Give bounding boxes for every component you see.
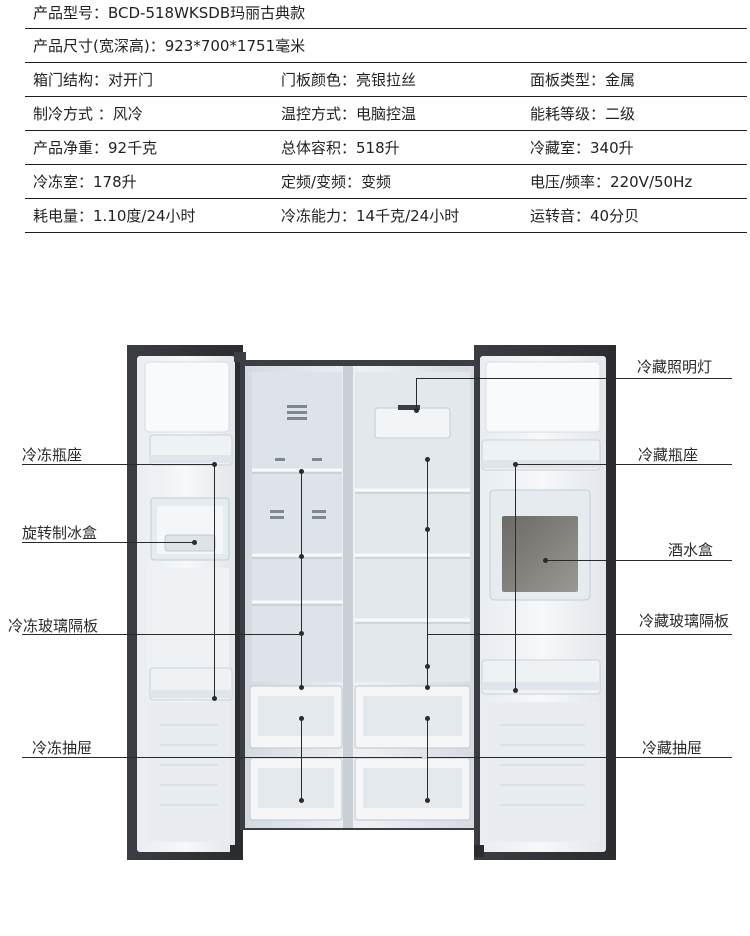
spec-row-model: 产品型号：BCD-518WKSDB玛丽古典款: [25, 0, 747, 29]
spec-cell: 冷冻能力：14千克/24小时: [281, 207, 460, 225]
spec-cell: 能耗等级：二级: [530, 105, 636, 123]
callout-line-wine-box: [545, 560, 732, 561]
fridge-door: [474, 345, 616, 860]
fridge-cabinet: [234, 352, 486, 830]
callout-line-fridge-bottle-seat: [515, 464, 732, 465]
callout-dot: [299, 554, 304, 559]
label-rotating-ice-box: 旋转制冰盒: [22, 524, 98, 542]
spec-cell: 电压/频率：220V/50Hz: [530, 173, 693, 191]
spec-row: 箱门结构：对开门 门板颜色：亮银拉丝 面板类型：金属: [25, 63, 747, 97]
callout-line-rotating-ice-box: [22, 542, 194, 543]
label-freezer-glass-shelf: 冷冻玻璃隔板: [8, 617, 99, 635]
callout-line-freezer-drawer: [22, 757, 422, 758]
callout-line-fridge-glass-shelf: [427, 634, 732, 635]
callout-dot: [414, 408, 419, 413]
spec-row: 耗电量：1.10度/24小时 冷冻能力：14千克/24小时 运转音：40分贝: [25, 199, 747, 233]
spec-table: 产品型号：BCD-518WKSDB玛丽古典款 产品尺寸(宽深高)：923*700…: [25, 0, 747, 233]
spec-row: 制冷方式 ：风冷 温控方式：电脑控温 能耗等级：二级: [25, 97, 747, 131]
callout-vline: [427, 718, 428, 800]
spec-model: 产品型号：BCD-518WKSDB玛丽古典款: [33, 4, 306, 22]
callout-dot: [425, 527, 430, 532]
spec-cell: 冷冻室：178升: [33, 173, 137, 191]
callout-dot: [513, 688, 518, 693]
callout-vline: [301, 718, 302, 800]
callout-line-freezer-bottle-seat: [22, 464, 214, 465]
callout-dot: [192, 540, 197, 545]
callout-line-fridge-drawer: [427, 757, 732, 758]
fridge-diagram: 冷冻瓶座 旋转制冰盒 冷冻玻璃隔板 冷冻抽屉 冷藏照明灯 冷藏瓶座 酒水盒 冷藏…: [0, 330, 750, 890]
spec-cell: 总体容积：518升: [281, 139, 400, 157]
spec-cell: 产品净重：92千克: [33, 139, 158, 157]
spec-row: 冷冻室：178升 定频/变频：变频 电压/频率：220V/50Hz: [25, 165, 747, 199]
spec-cell: 面板类型：金属: [530, 71, 636, 89]
spec-cell: 耗电量：1.10度/24小时: [33, 207, 196, 225]
label-fridge-light: 冷藏照明灯: [637, 358, 713, 376]
spec-cell: 运转音：40分贝: [530, 207, 640, 225]
label-fridge-drawer: 冷藏抽屉: [642, 739, 703, 757]
freezer-door: [127, 345, 243, 860]
spec-cell: 定频/变频：变频: [281, 173, 392, 191]
callout-dot: [299, 798, 304, 803]
fridge-illustration: [127, 345, 616, 860]
callout-vline: [416, 378, 417, 410]
callout-dot: [543, 558, 548, 563]
spec-cell: 箱门结构：对开门: [33, 71, 154, 89]
label-wine-box: 酒水盒: [668, 541, 714, 559]
callout-vline: [301, 471, 302, 687]
spec-row: 产品净重：92千克 总体容积：518升 冷藏室：340升: [25, 131, 747, 165]
callout-vline: [515, 464, 516, 690]
callout-vline: [427, 459, 428, 687]
callout-vline: [214, 464, 215, 698]
label-freezer-bottle-seat: 冷冻瓶座: [22, 446, 83, 464]
callout-line-fridge-light: [416, 378, 732, 379]
callout-dot: [425, 798, 430, 803]
spec-cell: 制冷方式 ：风冷: [33, 105, 143, 123]
callout-dot: [299, 685, 304, 690]
callout-dot: [425, 685, 430, 690]
callout-dot: [212, 696, 217, 701]
callout-line-freezer-glass-shelf: [22, 634, 302, 635]
callout-dot: [299, 631, 304, 636]
spec-cell: 温控方式：电脑控温: [281, 105, 417, 123]
label-freezer-drawer: 冷冻抽屉: [32, 739, 93, 757]
label-fridge-bottle-seat: 冷藏瓶座: [638, 446, 699, 464]
spec-row-size: 产品尺寸(宽深高)：923*700*1751毫米: [25, 29, 747, 63]
spec-cell: 冷藏室：340升: [530, 139, 634, 157]
spec-size: 产品尺寸(宽深高)：923*700*1751毫米: [33, 37, 306, 55]
callout-dot: [425, 664, 430, 669]
spec-cell: 门板颜色：亮银拉丝: [281, 71, 417, 89]
label-fridge-glass-shelf: 冷藏玻璃隔板: [639, 612, 730, 630]
